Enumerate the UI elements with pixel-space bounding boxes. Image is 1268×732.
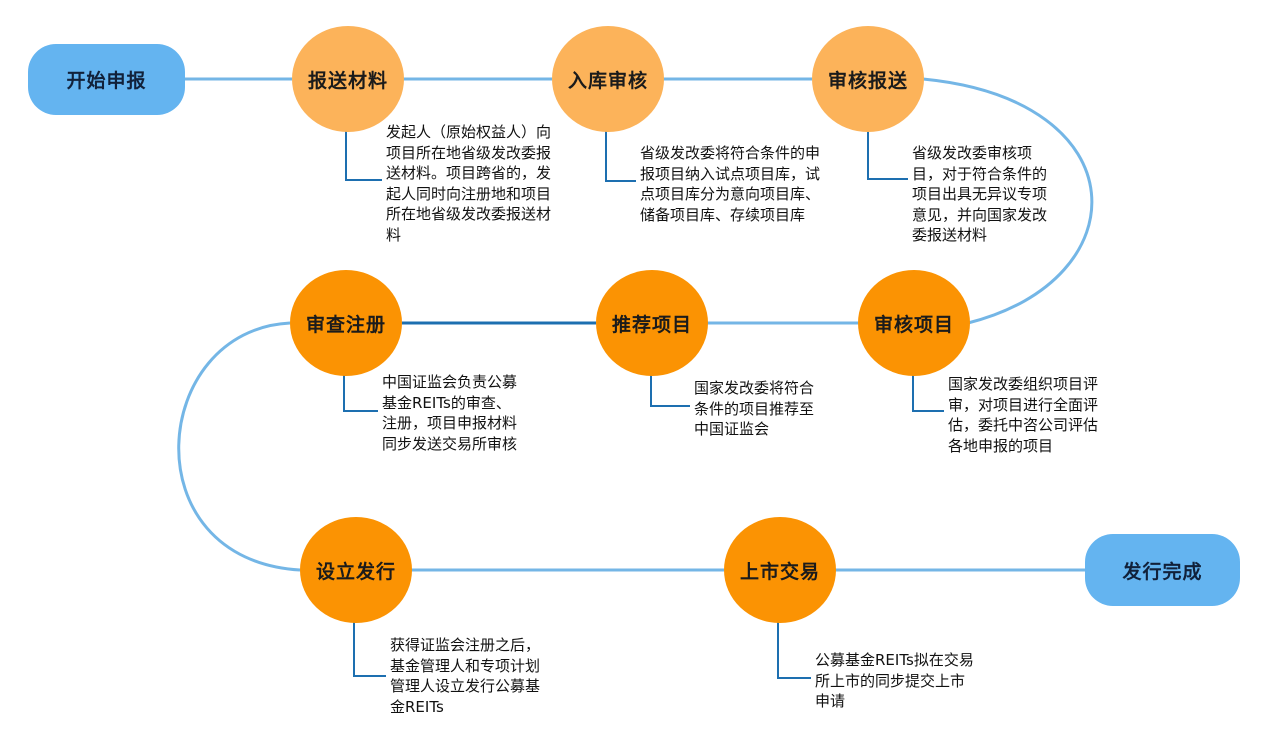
leader-step2 [605, 131, 636, 182]
step-node-6: 审查注册 [290, 270, 402, 376]
step-desc-5: 国家发改委将符合 条件的项目推荐至 中国证监会 [694, 379, 815, 438]
leader-step4 [912, 375, 944, 412]
step-desc-1: 发起人（原始权益人）向 项目所在地省级发改委报 送材料。项目跨省的，发 起人同时… [386, 123, 552, 244]
step-desc-2: 省级发改委将符合条件的申 报项目纳入试点项目库，试 点项目库分为意向项目库、 储… [640, 144, 821, 224]
start-terminal: 开始申报 [28, 44, 185, 115]
step-node-3: 审核报送 [812, 26, 924, 132]
step-node-2: 入库审核 [552, 26, 664, 132]
step-node-1: 报送材料 [292, 26, 404, 132]
step-desc-3: 省级发改委审核项 目，对于符合条件的 项目出具无异议专项 意见，并向国家发改 委… [912, 144, 1048, 244]
leader-step5 [650, 375, 690, 407]
step-node-8: 上市交易 [724, 517, 836, 623]
leader-step3 [867, 131, 908, 180]
connector-step3-curve-down [922, 77, 1094, 325]
step-desc-8: 公募基金REITs拟在交易 所上市的同步提交上市 申请 [815, 651, 974, 710]
step-node-7: 设立发行 [300, 517, 412, 623]
end-terminal: 发行完成 [1085, 534, 1240, 606]
leader-step8 [777, 622, 811, 679]
step-node-5: 推荐项目 [596, 270, 708, 376]
step-desc-7: 获得证监会注册之后， 基金管理人和专项计划 管理人设立发行公募基 金REITs [390, 636, 541, 716]
leader-step1 [345, 131, 382, 181]
step-desc-4: 国家发改委组织项目评 审，对项目进行全面评 估，委托中咨公司评估 各地申报的项目 [948, 375, 1099, 455]
connector-step6-curve-down [177, 321, 301, 572]
step-node-4: 审核项目 [858, 270, 970, 376]
step-desc-6: 中国证监会负责公募 基金REITs的审查、 注册，项目申报材料 同步发送交易所审… [382, 373, 518, 453]
leader-step7 [353, 622, 386, 677]
leader-step6 [343, 375, 378, 412]
